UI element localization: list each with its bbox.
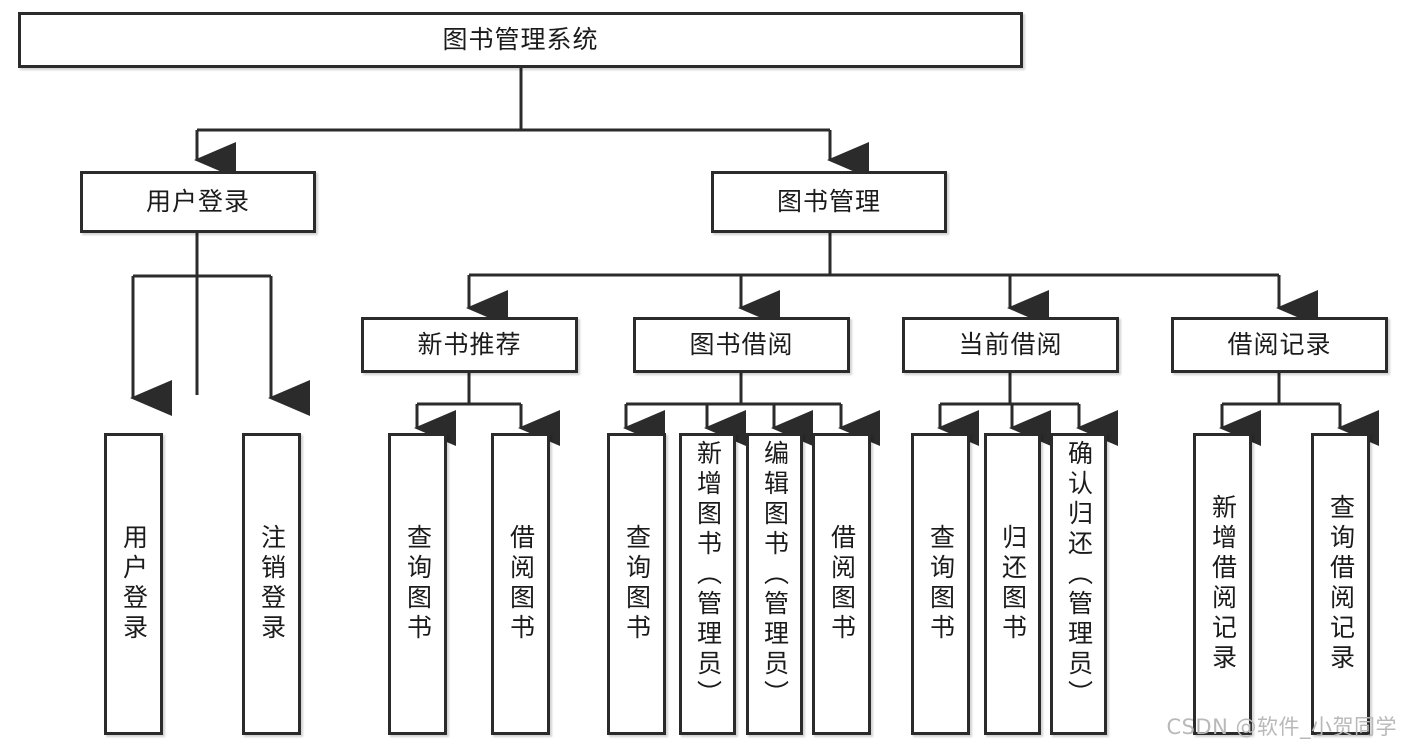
- node-label: 图书管理: [776, 186, 881, 216]
- node-label: 图书借阅: [689, 329, 794, 359]
- node-label: 借阅记录: [1227, 329, 1332, 359]
- leaf-query-book-current[interactable]: 查询图书: [911, 433, 970, 735]
- leaf-confirm-return-admin[interactable]: 确认归还（管理员）: [1050, 433, 1107, 735]
- node-label: 借阅图书: [827, 524, 857, 644]
- node-book-management[interactable]: 图书管理: [711, 171, 947, 233]
- leaf-query-borrow-record[interactable]: 查询借阅记录: [1311, 433, 1370, 735]
- node-book-borrow[interactable]: 图书借阅: [633, 317, 850, 373]
- node-label: 查询借阅记录: [1326, 494, 1356, 674]
- node-user-login[interactable]: 用户登录: [80, 171, 316, 233]
- leaf-borrow-book-recommend[interactable]: 借阅图书: [491, 433, 550, 735]
- leaf-query-book-recommend[interactable]: 查询图书: [388, 433, 447, 735]
- node-label: 借阅图书: [506, 524, 536, 644]
- node-label: 归还图书: [998, 524, 1028, 644]
- leaf-borrow-book[interactable]: 借阅图书: [812, 433, 871, 735]
- node-current-borrow[interactable]: 当前借阅: [902, 317, 1119, 373]
- node-label: 查询图书: [622, 524, 652, 644]
- leaf-edit-book-admin[interactable]: 编辑图书（管理员）: [746, 433, 803, 735]
- node-label: 查询图书: [403, 524, 433, 644]
- node-label: 用户登录: [119, 524, 149, 644]
- node-root-system[interactable]: 图书管理系统: [18, 12, 1023, 68]
- leaf-add-book-admin[interactable]: 新增图书（管理员）: [679, 433, 736, 735]
- leaf-user-logout[interactable]: 注销登录: [242, 433, 301, 735]
- node-label: 编辑图书（管理员）: [760, 440, 790, 710]
- node-label: 查询图书: [926, 524, 956, 644]
- node-label: 图书管理系统: [442, 24, 599, 54]
- leaf-return-book[interactable]: 归还图书: [984, 433, 1041, 735]
- leaf-query-book-borrow[interactable]: 查询图书: [607, 433, 666, 735]
- leaf-add-borrow-record[interactable]: 新增借阅记录: [1193, 433, 1252, 735]
- watermark: CSDN @软件_小贺同学: [1166, 715, 1397, 739]
- node-borrow-record[interactable]: 借阅记录: [1171, 317, 1388, 373]
- node-label: 确认归还（管理员）: [1064, 440, 1094, 710]
- node-label: 新增图书（管理员）: [693, 440, 723, 710]
- node-label: 注销登录: [257, 524, 287, 644]
- node-label: 当前借阅: [958, 329, 1063, 359]
- node-label: 新书推荐: [417, 329, 522, 359]
- node-new-book-recommend[interactable]: 新书推荐: [361, 317, 578, 373]
- node-label: 新增借阅记录: [1208, 494, 1238, 674]
- leaf-user-login[interactable]: 用户登录: [104, 433, 163, 735]
- node-label: 用户登录: [145, 186, 250, 216]
